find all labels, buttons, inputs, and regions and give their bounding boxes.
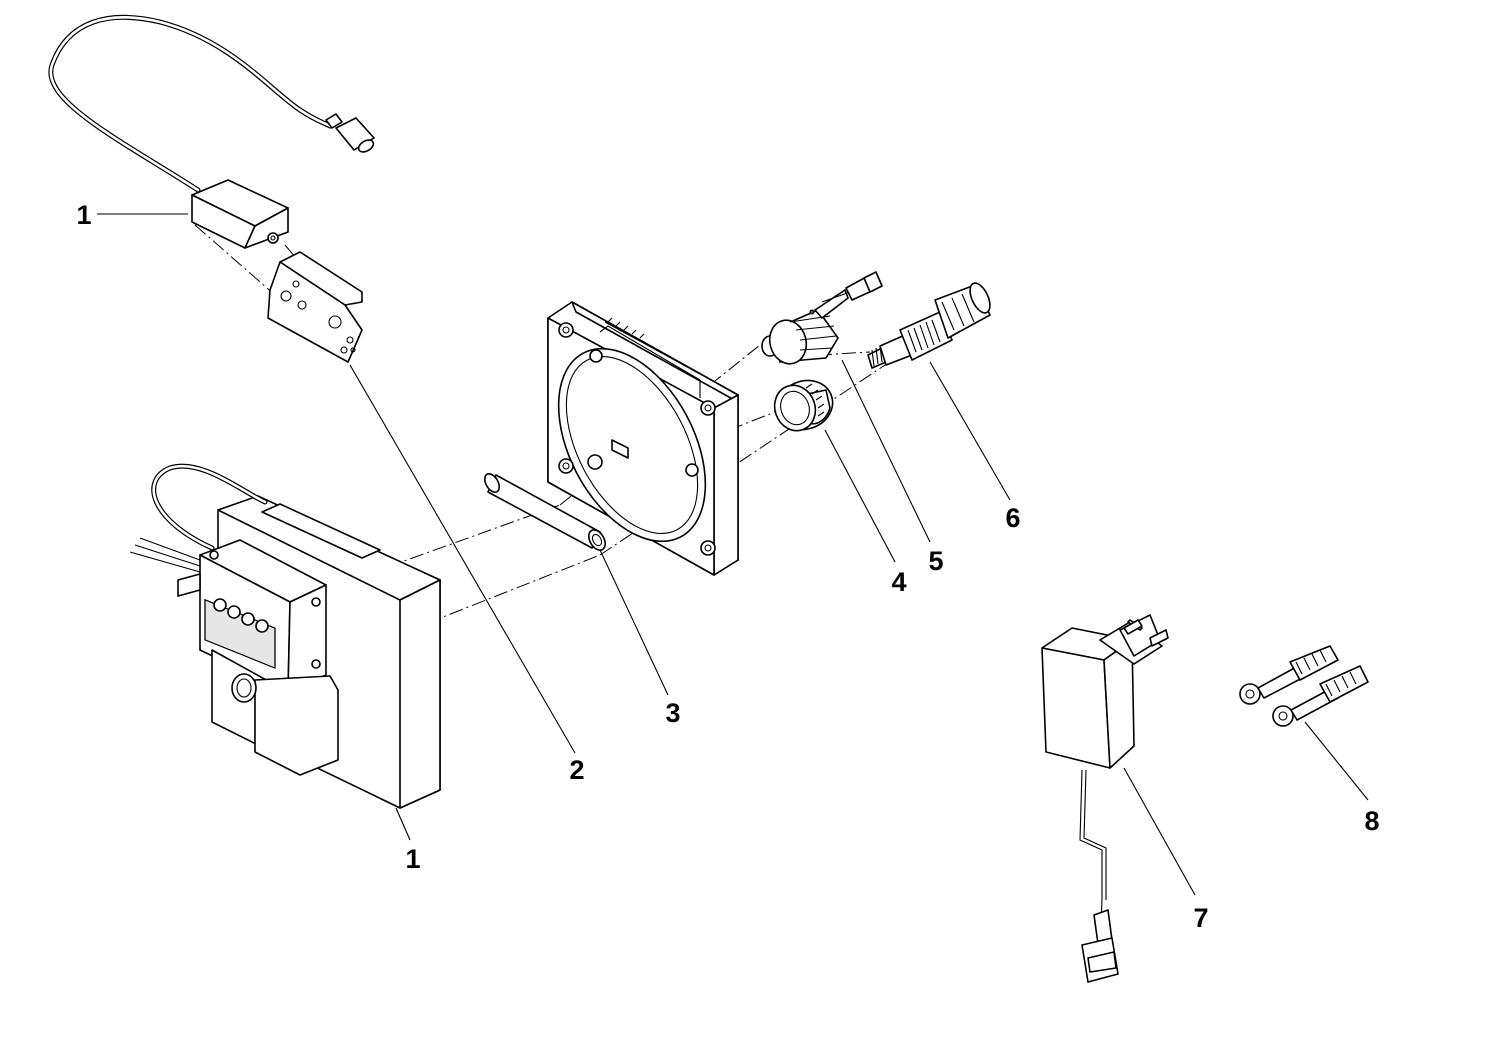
- sensor-module: [48, 14, 375, 249]
- callout-6: 6: [1005, 503, 1020, 533]
- leader-lines: [97, 213, 1369, 896]
- threaded-nut: [773, 379, 834, 432]
- callout-1-sensor: 1: [76, 200, 91, 230]
- callout-7: 7: [1193, 903, 1208, 933]
- callout-5: 5: [928, 546, 943, 576]
- solenoid-valve: [761, 271, 883, 365]
- spacer-tube: [483, 473, 606, 551]
- callout-1-control: 1: [405, 844, 420, 874]
- power-adapter: [1041, 614, 1169, 983]
- callout-4: 4: [891, 567, 906, 597]
- callout-2: 2: [569, 755, 584, 785]
- mounting-frame: [547, 301, 739, 576]
- screws-and-dowels: [1239, 645, 1369, 727]
- control-box: [129, 463, 441, 809]
- callout-labels: 1 1 2 3 4 5 6 7 8: [76, 200, 1379, 933]
- valve-cartridge: [867, 282, 991, 369]
- callout-3: 3: [665, 698, 680, 728]
- callout-8: 8: [1364, 806, 1379, 836]
- mounting-bracket: [267, 251, 363, 363]
